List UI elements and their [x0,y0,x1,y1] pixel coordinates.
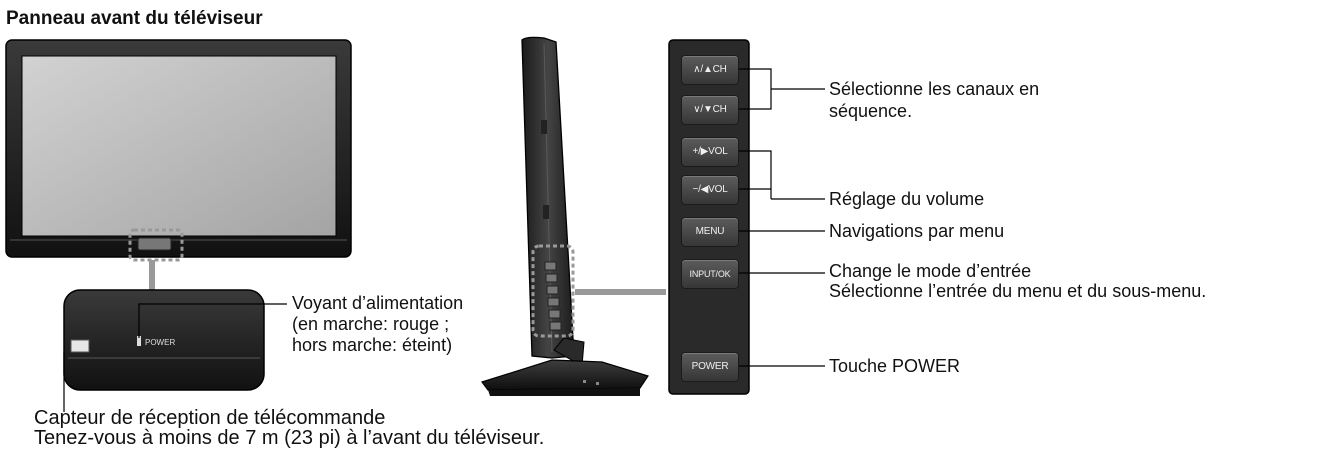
input-ok-button[interactable]: INPUT/OK [681,259,739,289]
input-label-line1: Change le mode d’entrée [829,261,1032,281]
power-led [137,336,141,346]
volume-label: Réglage du volume [829,189,985,209]
channels-label-line1: Sélectionne les canaux en [829,79,1040,99]
channels-label-line2: séquence. [829,101,913,121]
leader-lines [737,68,825,367]
remote-sensor [70,339,90,353]
volume-down-button[interactable]: −/◀VOL [681,175,739,205]
power-led-label: POWER [145,338,175,347]
page-title: Panneau avant du téléviseur [6,8,263,29]
input-label-line2: Sélectionne l’entrée du menu et du sous-… [829,281,1207,301]
menu-button[interactable]: MENU [681,217,739,247]
remote-sensor-label-line2: Tenez-vous à moins de 7 m (23 pi) à l’av… [34,427,545,449]
power-key-label: Touche POWER [829,356,961,376]
tv-side-view [481,36,666,396]
channel-down-button[interactable]: ∨/▼CH [681,95,739,125]
front-sensor-area [137,237,172,251]
tv-front [5,39,352,290]
power-indicator-label-line1: Voyant d’alimentation [292,293,464,313]
remote-sensor-label-line1: Capteur de réception de télécommande [34,407,386,429]
front-panel-zoom: POWER [63,289,287,412]
volume-up-button[interactable]: +/▶VOL [681,137,739,167]
power-indicator-label-line2: (en marche: rouge ; [292,314,450,334]
channel-up-button[interactable]: ∧/▲CH [681,55,739,85]
power-indicator-label-line3: hors marche: éteint) [292,335,453,355]
menu-label: Navigations par menu [829,221,1005,241]
power-button[interactable]: POWER [681,352,739,382]
